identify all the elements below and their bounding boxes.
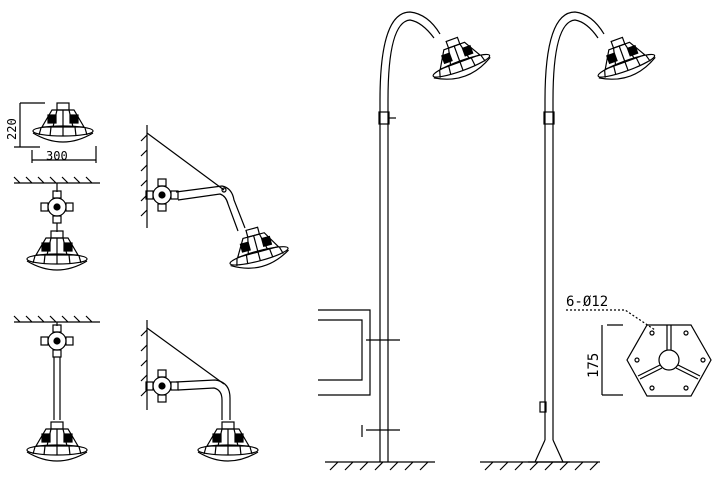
pole-wall-view <box>318 11 494 471</box>
dimensioned-lamp: 220 300 <box>5 102 97 163</box>
wall-mount-view <box>140 125 292 275</box>
base-plate-view: 6-Ø12 175 <box>566 294 712 397</box>
width-dimension: 300 <box>46 149 68 163</box>
wall-mount-curved-view <box>140 320 259 462</box>
base-dimension: 175 <box>586 353 602 378</box>
pendant-pole-view <box>13 315 100 462</box>
pole-floor-view <box>480 11 659 471</box>
height-dimension: 220 <box>5 118 19 140</box>
holes-dimension: 6-Ø12 <box>566 294 608 310</box>
ceiling-mount-view <box>13 176 100 271</box>
